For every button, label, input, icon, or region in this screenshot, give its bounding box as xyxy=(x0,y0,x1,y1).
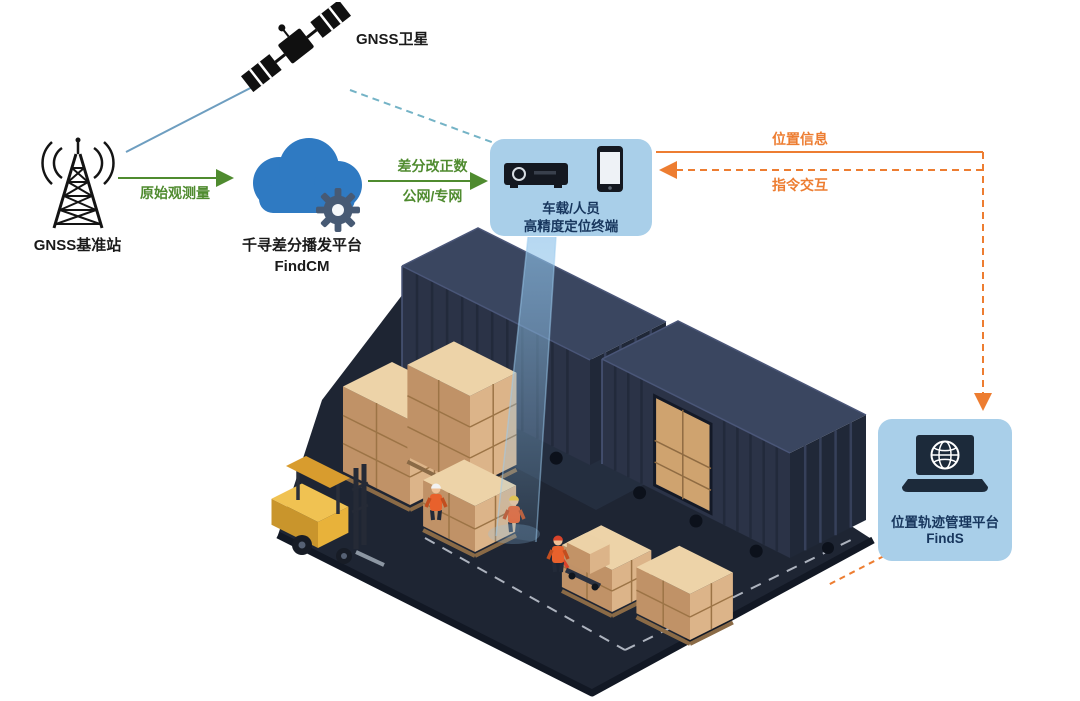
satellite-label: GNSS卫星 xyxy=(356,31,429,48)
globe-icon xyxy=(930,440,960,470)
correction-label-line1: 差分改正数 xyxy=(397,158,468,174)
trailer-wheels xyxy=(633,486,834,558)
receiver-box-icon xyxy=(504,163,568,188)
pallet-box xyxy=(635,545,734,646)
laptop-globe-icon xyxy=(902,435,988,492)
terminal-node: 车载/人员 高精度定位终端 xyxy=(490,139,652,236)
raw-observation-label: 原始观测量 xyxy=(140,185,210,201)
management-platform-node: 位置轨迹管理平台 FindS xyxy=(878,419,1012,561)
warehouse-scene xyxy=(271,227,875,697)
gear-icon xyxy=(316,188,360,232)
forklift xyxy=(271,456,385,567)
pallet-jack xyxy=(554,532,610,591)
antenna-tower-icon xyxy=(41,137,115,229)
positioning-beam xyxy=(488,236,557,544)
worker-figure xyxy=(424,483,448,521)
terminal-label-line2: 高精度定位终端 xyxy=(523,219,619,234)
position-info-label: 位置信息 xyxy=(772,131,828,147)
smartphone-icon xyxy=(597,146,623,192)
terminal-label-line1: 车载/人员 xyxy=(542,201,600,216)
cloud-platform-name: 千寻差分播发平台 xyxy=(241,237,362,254)
satellite-icon xyxy=(240,2,352,92)
connector-lines xyxy=(118,81,992,586)
yard-floor-rim xyxy=(276,531,875,697)
correction-label-line2: 公网/专网 xyxy=(402,188,463,204)
edge-satellite-basestation xyxy=(125,81,263,153)
worker-figure xyxy=(546,535,570,573)
base-station-label: GNSS基准站 xyxy=(33,237,122,254)
platform-name: 位置轨迹管理平台 xyxy=(891,515,999,530)
cloud-gear-icon xyxy=(253,138,362,232)
command-interaction-label: 指令交互 xyxy=(772,177,828,193)
shipping-container-open xyxy=(601,320,867,558)
edge-satellite-terminal-dashed xyxy=(349,89,498,145)
platform-product: FindS xyxy=(926,531,964,546)
cloud-platform-product: FindCM xyxy=(274,258,330,275)
